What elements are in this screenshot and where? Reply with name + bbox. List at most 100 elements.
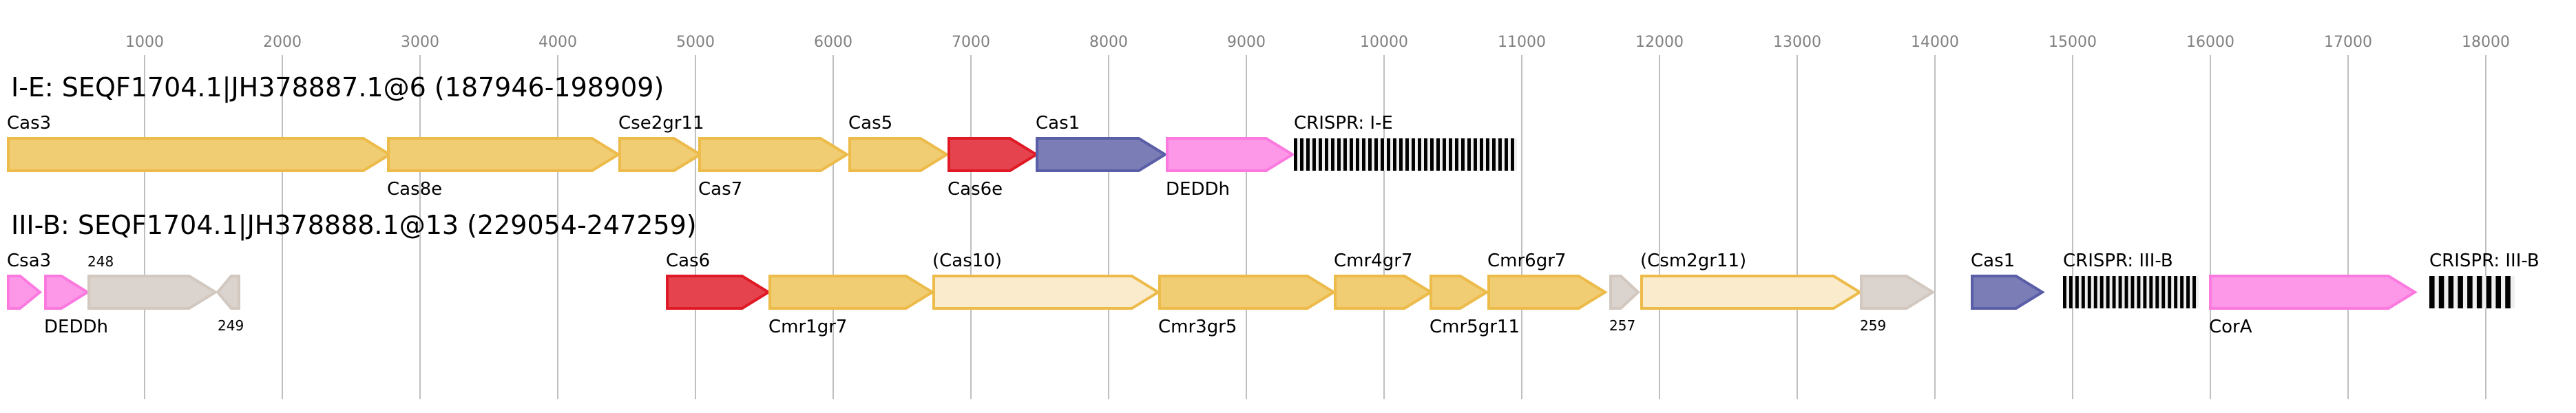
gene-shape [1971,275,2045,310]
gene-shape [1860,275,1936,310]
gene-label: (Cas10) [932,251,1002,271]
gene-arrow[interactable]: Cmr5gr11 [1430,275,1520,337]
crispr-repeat [1306,138,1310,171]
crispr-repeat [1418,138,1421,171]
gene-arrow[interactable]: Cmr3gr5 [1158,275,1337,337]
tick-label: 2000 [263,34,302,51]
crispr-repeat [2180,276,2184,308]
gene-arrow[interactable]: Cas7 [698,137,850,200]
gene-label: Cmr4gr7 [1334,251,1412,271]
crispr-array[interactable]: CRISPR: III-B [2063,251,2199,308]
crispr-repeat [1412,138,1415,171]
gene-label: Cas3 [7,113,51,134]
gene-label: Cas5 [848,113,892,134]
crispr-repeat [2063,276,2066,308]
crispr-repeat [1430,138,1434,171]
crispr-repeat [1455,138,1458,171]
gene-arrow[interactable]: Cse2gr11 [618,113,704,172]
crispr-repeat [1449,138,1452,171]
gene-arrow[interactable]: Csa3 [7,251,51,310]
crispr-label: CRISPR: III-B [2063,251,2173,271]
gene-arrow[interactable]: (Cas10) [932,251,1161,310]
gene-label: DEDDh [44,317,108,337]
tick-label: 8000 [1089,34,1128,51]
gene-arrow[interactable]: 249 [216,275,244,334]
crispr-repeat [2106,276,2110,308]
crispr-repeat [1399,138,1403,171]
crispr-repeat [2118,276,2122,308]
crispr-repeat [2168,276,2172,308]
gene-arrow[interactable]: 259 [1860,275,1936,334]
gene-shape [932,275,1161,310]
crispr-repeat [1387,138,1390,171]
gene-arrow[interactable]: Cas1 [1036,113,1168,172]
tick-label: 7000 [952,34,990,51]
crispr-repeat [1374,138,1378,171]
crispr-repeat [2155,276,2159,308]
gene-arrow[interactable]: Cas8e [387,137,621,200]
gene-arrow[interactable]: CorA [2209,275,2418,337]
gene-arrow[interactable]: Cmr1gr7 [768,275,935,337]
tick-label: 11000 [1498,34,1546,51]
crispr-repeat [1312,138,1316,171]
crispr-repeat [1337,138,1341,171]
crispr-array[interactable]: CRISPR: III-B [2429,251,2540,308]
crispr-repeat [2505,276,2511,308]
gene-arrow[interactable]: Cas6 [666,251,771,310]
crispr-repeat [2143,276,2147,308]
gene-arrow[interactable]: 248 [87,253,218,310]
gene-arrow[interactable]: DEDDh [1166,137,1295,200]
gene-shape [7,275,43,310]
gene-shape [1334,275,1434,310]
gene-label: DEDDh [1166,179,1230,200]
gene-arrow[interactable]: Cmr4gr7 [1334,251,1434,310]
crispr-repeat [1436,138,1440,171]
gene-shape [1430,275,1489,310]
gene-arrow[interactable]: Cas5 [848,113,950,172]
gene-shape [1609,275,1640,310]
tick-label: 4000 [538,34,577,51]
gene-shape [1036,137,1168,172]
gene-shape [768,275,935,310]
gene-label: 249 [218,317,244,334]
gene-shape [1640,275,1863,310]
crispr-repeat [2137,276,2141,308]
crispr-repeat [2429,276,2435,308]
crispr-repeat [2448,276,2454,308]
crispr-repeat [1319,138,1322,171]
gene-arrow[interactable]: DEDDh [44,275,108,337]
gene-shape [618,137,703,172]
crispr-repeat [1443,138,1446,171]
crispr-repeat [2112,276,2116,308]
crispr-repeat [1356,138,1359,171]
gene-label: Cas6 [666,251,710,271]
gene-arrow[interactable]: 257 [1609,275,1640,334]
crispr-repeat [2075,276,2079,308]
tick-label: 16000 [2186,34,2234,51]
tick-label: 17000 [2324,34,2372,51]
crispr-repeat [1492,138,1496,171]
crispr-repeat [1294,138,1297,171]
gene-arrow[interactable]: Cas6e [947,137,1039,200]
gene-shape [1158,275,1337,310]
gene-shape [1487,275,1608,310]
crispr-repeat [2130,276,2135,308]
gene-label: Cas8e [387,179,442,200]
crispr-repeat [1393,138,1396,171]
crispr-repeat [1343,138,1347,171]
crispr-repeat [1474,138,1477,171]
crispr-repeat [1325,138,1328,171]
crispr-repeat [2099,276,2104,308]
gene-arrow[interactable]: Cmr6gr7 [1487,251,1608,310]
gene-arrow[interactable]: Cas1 [1971,251,2045,310]
tracks: I-E: SEQF1704.1|JH378887.1@6 (187946-198… [7,72,2540,337]
crispr-array[interactable]: CRISPR: I-E [1294,113,1517,171]
gene-arrow[interactable]: (Csm2gr11) [1640,251,1863,310]
crispr-repeat [1381,138,1384,171]
crispr-repeat [1424,138,1427,171]
gene-arrow[interactable]: Cas3 [7,113,392,172]
crispr-repeat [2476,276,2482,308]
